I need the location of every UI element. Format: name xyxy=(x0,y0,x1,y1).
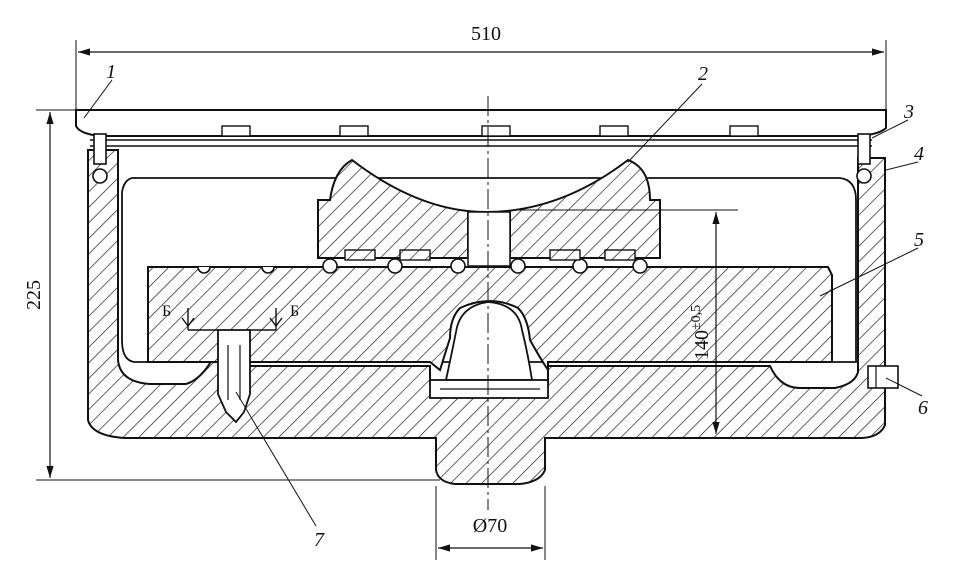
cover-clips xyxy=(221,125,759,137)
roller-pads xyxy=(344,249,636,261)
callout-6: 6 xyxy=(885,377,928,419)
dim-d70-label: Ø70 xyxy=(473,515,507,537)
plug-6 xyxy=(867,365,899,389)
pin-7 xyxy=(217,329,251,424)
callout-7-label: 7 xyxy=(314,529,325,551)
callout-5: 5 xyxy=(819,229,924,297)
housing-body xyxy=(87,149,886,485)
cover-plate xyxy=(75,109,887,137)
callout-7: 7 xyxy=(235,391,325,551)
dim-225-label: 225 xyxy=(23,280,45,310)
section-label-right: Б xyxy=(290,303,299,320)
dome-insert xyxy=(444,301,534,381)
plate-5 xyxy=(147,266,833,374)
callout-1: 1 xyxy=(83,61,116,119)
callout-4-label: 4 xyxy=(914,143,924,165)
dim-510-label: 510 xyxy=(471,23,501,45)
callout-4: 4 xyxy=(885,143,924,171)
callout-5-label: 5 xyxy=(914,229,924,251)
callout-2-label: 2 xyxy=(698,63,708,85)
callout-6-label: 6 xyxy=(918,397,928,419)
section-marker-left: Б xyxy=(162,303,218,331)
section-marker-right: Б xyxy=(250,303,299,331)
hinge-pins xyxy=(92,133,872,184)
callout-1-label: 1 xyxy=(106,61,116,83)
roller-balls xyxy=(197,258,648,274)
callout-3-label: 3 xyxy=(903,101,914,123)
callout-2: 2 xyxy=(627,63,708,163)
section-label-left: Б xyxy=(162,303,171,320)
dim-140-label: 140±0,5 xyxy=(689,305,713,360)
callout-3: 3 xyxy=(871,101,914,139)
